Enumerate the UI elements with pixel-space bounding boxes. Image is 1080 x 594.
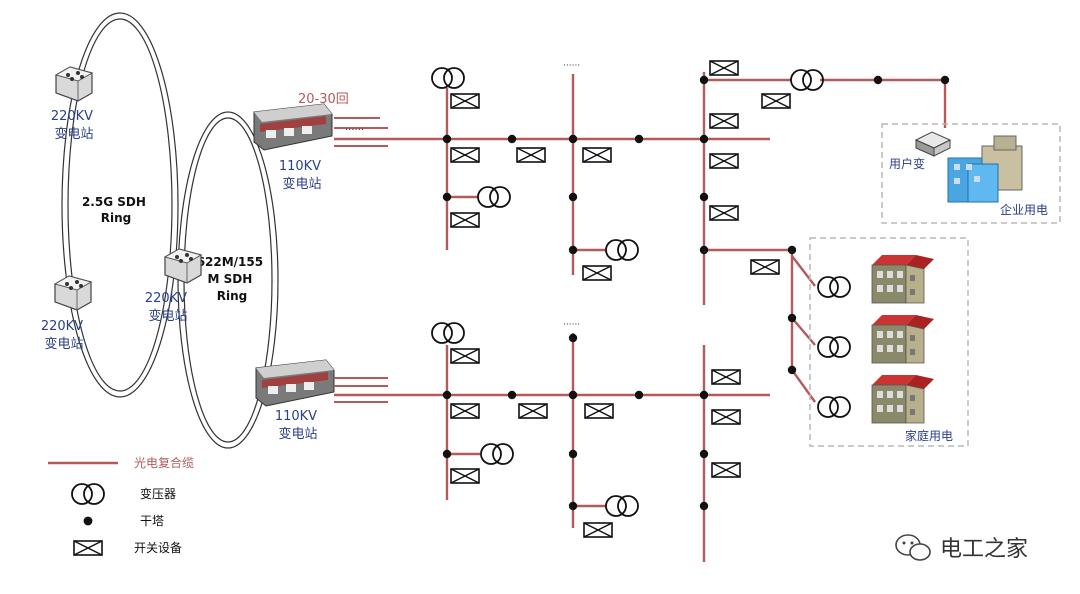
enterprise-box (881, 123, 1061, 224)
substation-110kv-bottom-image (255, 359, 335, 407)
feeder-lines-top (334, 117, 388, 147)
feeder-count-label: 20-30回 (298, 92, 349, 107)
transformer-icon (605, 495, 639, 517)
legend-switch-label: 开关设备 (134, 541, 182, 555)
switch-icon (761, 93, 791, 109)
wechat-icon (895, 534, 931, 561)
switch-icon (750, 259, 780, 275)
router-220kv-mid (164, 248, 202, 284)
switch-icon (450, 212, 480, 228)
substation-220kv-mid-label: 220KV 变电站 (145, 291, 191, 324)
substation-220kv-bottom-label: 220KV 变电站 (41, 319, 87, 352)
transformer-icon (605, 239, 639, 261)
transformer-icon (431, 67, 465, 89)
switch-icon (584, 403, 614, 419)
switch-icon (709, 113, 739, 129)
house-image (871, 314, 935, 364)
substation-110kv-top-image (253, 103, 333, 151)
household-power-label: 家庭用电 (905, 428, 953, 443)
legend-tower-icon (83, 516, 93, 526)
legend-transformer-icon (71, 483, 105, 505)
outer-ring-line-1 (61, 12, 179, 398)
outer-ring-label: 2.5G SDH Ring (82, 195, 150, 225)
branch-ellipsis-2: ······ (563, 320, 580, 330)
switch-icon (711, 369, 741, 385)
switch-icon (582, 265, 612, 281)
switch-icon (711, 462, 741, 478)
switch-icon (582, 147, 612, 163)
switch-icon (709, 153, 739, 169)
switch-icon (583, 522, 613, 538)
distribution-lines (334, 72, 947, 562)
substation-110kv-top-label: 110KV 变电站 (279, 159, 325, 192)
legend-transformer-label: 变压器 (140, 486, 176, 501)
switch-icon (709, 60, 739, 76)
feeder-lines-bottom (334, 377, 388, 403)
enterprise-buildings-image (947, 135, 1023, 203)
router-220kv-top (55, 66, 93, 102)
switch-icon (518, 403, 548, 419)
outer-ring-line-2 (67, 18, 173, 392)
switch-icon (450, 147, 480, 163)
feeder-ellipsis-top: ······ (345, 125, 364, 136)
switch-icon (450, 403, 480, 419)
towers (442, 75, 950, 511)
switch-icon (516, 147, 546, 163)
substation-220kv-top-label: 220KV 变电站 (51, 109, 97, 142)
switch-icon (711, 409, 741, 425)
house-image (871, 254, 935, 304)
transformer-icon (817, 276, 851, 298)
inner-ring-label: 622M/155 M SDH Ring (197, 255, 268, 303)
enterprise-power-label: 企业用电 (1000, 202, 1048, 217)
user-transformer-device (914, 131, 952, 157)
switch-icon (450, 93, 480, 109)
switch-icon (450, 348, 480, 364)
transformer-icon (431, 322, 465, 344)
substation-110kv-bottom-label: 110KV 变电站 (275, 409, 321, 442)
user-transformer-label: 用户变 (889, 156, 925, 171)
transformer-icon (817, 396, 851, 418)
legend-cable-label: 光电复合缆 (134, 455, 194, 470)
legend-switch-icon (73, 540, 103, 556)
transformer-icon (817, 336, 851, 358)
branch-ellipsis-1: ······ (563, 61, 580, 71)
household-box (809, 237, 969, 447)
legend-tower-label: 干塔 (140, 514, 164, 528)
transformer-icon (480, 443, 514, 465)
watermark-text: 电工之家 (940, 537, 1028, 562)
house-image (871, 374, 935, 424)
switch-icon (709, 205, 739, 221)
transformer-icon (790, 69, 824, 91)
switch-icon (450, 468, 480, 484)
transformer-icon (477, 186, 511, 208)
router-220kv-bottom (54, 275, 92, 311)
